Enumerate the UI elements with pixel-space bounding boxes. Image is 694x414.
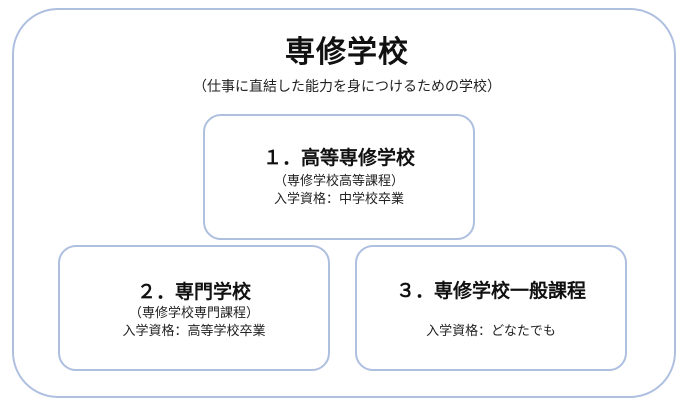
diagram-title: 専修学校	[285, 35, 409, 70]
box-title: ３．専修学校一般課程	[395, 280, 586, 302]
box-subtitle: （専修学校専門課程）	[128, 306, 259, 321]
diagram-subtitle: （仕事に直結した能力を身につけるための学校）	[193, 79, 501, 95]
school-box-vocational-college: ２．専門学校 （専修学校専門課程） 入学資格：高等学校卒業	[58, 245, 330, 371]
box-subtitle: （専修学校高等課程）	[273, 174, 404, 189]
box-requirement: 入学資格：中学校卒業	[273, 192, 404, 207]
box-title: １．高等専修学校	[262, 147, 415, 169]
school-box-high-vocational: １．高等専修学校 （専修学校高等課程） 入学資格：中学校卒業	[203, 114, 475, 240]
box-requirement: 入学資格：どなたでも	[426, 324, 556, 339]
school-box-general-course: ３．専修学校一般課程 入学資格：どなたでも	[355, 245, 627, 371]
box-requirement: 入学資格：高等学校卒業	[122, 324, 266, 339]
box-title: ２．専門学校	[136, 281, 251, 303]
